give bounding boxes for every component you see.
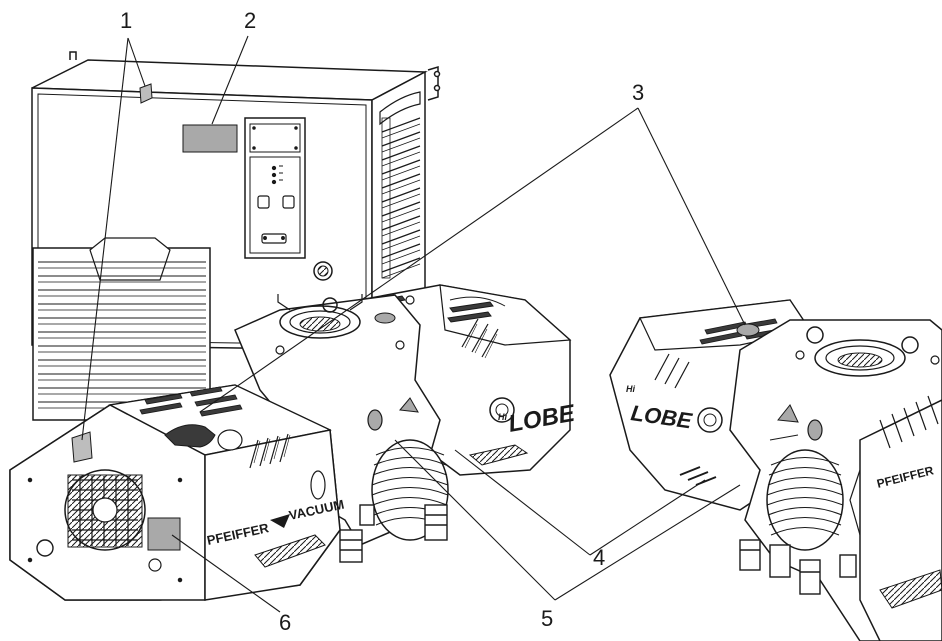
pfeiffer-logo-icon <box>270 514 290 528</box>
fan-guard <box>64 469 146 551</box>
right-pump-assembly <box>609 299 942 641</box>
tape-strip-bottom <box>71 431 93 463</box>
top-label-right <box>736 323 760 337</box>
callout-numbers: 1 2 3 4 5 6 <box>120 8 644 635</box>
top-label-left <box>374 312 396 324</box>
control-cabinet <box>31 51 441 421</box>
callout-2: 2 <box>244 8 256 33</box>
side-louvres <box>379 91 421 279</box>
hilobe-hi-right: Hi <box>626 384 635 394</box>
callout-1: 1 <box>120 8 132 33</box>
callout-6: 6 <box>279 610 291 635</box>
callout-5: 5 <box>541 606 553 631</box>
tape-strip-top <box>139 83 153 104</box>
front-louvre-grille <box>32 237 211 421</box>
callout-4: 4 <box>593 545 605 570</box>
hilobe-hi-left: Hi <box>498 412 507 422</box>
control-panel <box>244 117 306 259</box>
callout-3: 3 <box>632 80 644 105</box>
ribbed-housing-right <box>766 449 844 551</box>
left-pump-assembly <box>9 284 572 601</box>
nameplate-label <box>182 124 238 153</box>
leader-lines <box>81 35 746 613</box>
warning-label <box>147 517 181 551</box>
